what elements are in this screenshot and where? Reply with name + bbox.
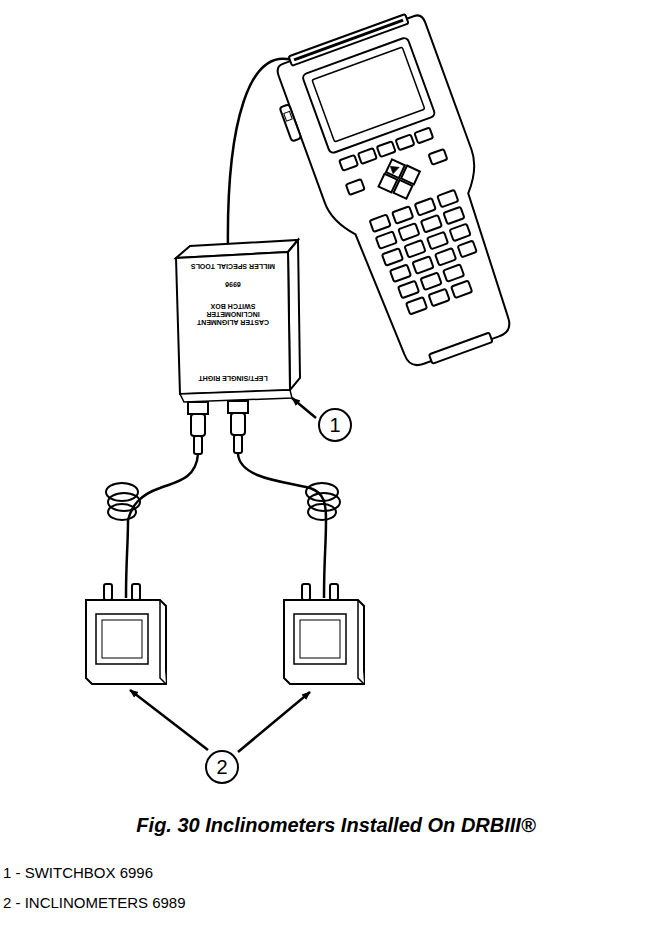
scan-tool <box>264 9 536 383</box>
figure-caption: Fig. 30 Inclinometers Installed On DRBII… <box>0 814 672 837</box>
callout-number: 2 <box>216 757 227 777</box>
legend-line: 2 - INCLINOMETERS 6989 <box>3 894 603 911</box>
port-names-text: LEFT/SINGLE RIGHT <box>186 374 280 382</box>
callout-circle: 1 <box>318 408 352 442</box>
switchbox-name-text: CASTER ALIGNMENT INCLINOMETER SWITCH BOX <box>196 302 270 326</box>
callout-circle: 2 <box>205 750 239 784</box>
inclinometer-left <box>86 584 166 684</box>
inclinometer-cables <box>106 454 340 598</box>
tool-maker-text: MILLER SPECIAL TOOLS <box>190 262 276 270</box>
switchbox <box>176 240 300 454</box>
legend-line: 1 - SWITCHBOX 6996 <box>3 864 603 881</box>
inclinometer-right <box>284 584 364 684</box>
leader-arrows <box>130 398 316 752</box>
tool-number-text: 6996 <box>190 280 276 288</box>
callout-number: 1 <box>329 415 340 435</box>
